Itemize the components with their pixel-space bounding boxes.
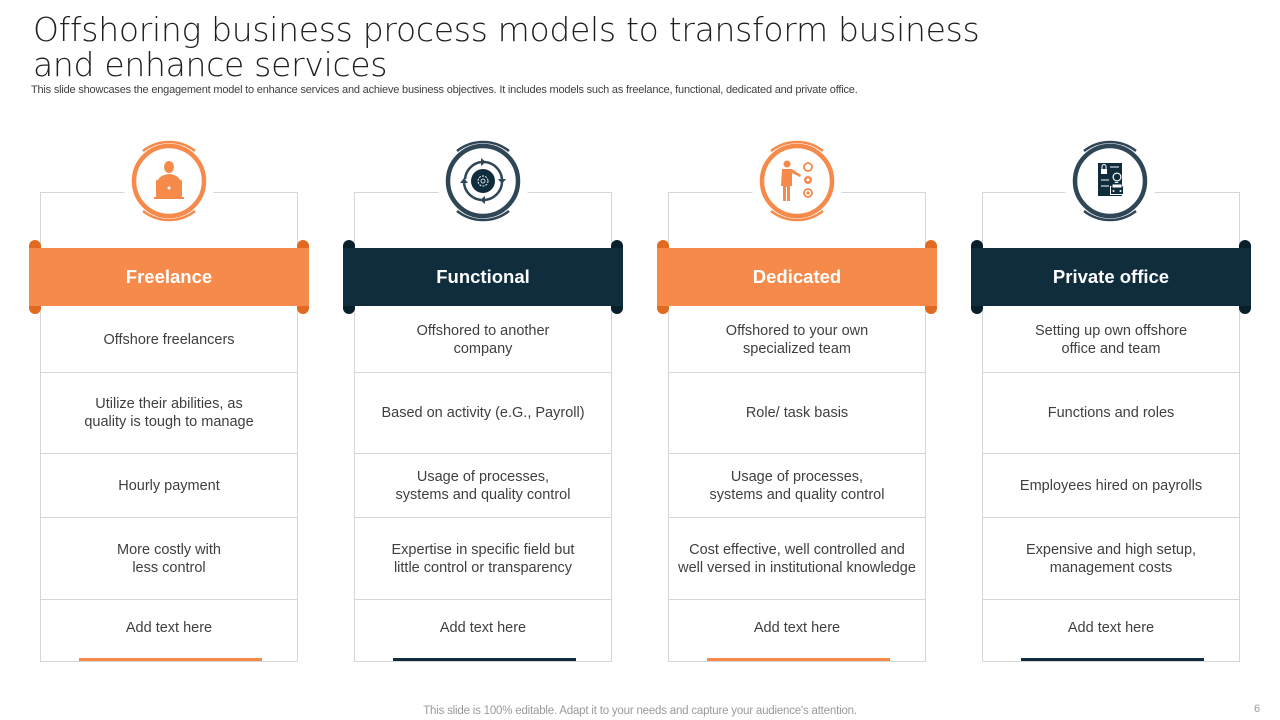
model-row: Setting up own offshore office and team <box>1034 322 1188 357</box>
slide-title: Offshoring business process models to tr… <box>33 10 980 84</box>
model-row-placeholder[interactable]: Add text here <box>355 599 611 661</box>
model-row: Usage of processes, systems and quality … <box>669 453 925 517</box>
model-title: Dedicated <box>657 248 937 306</box>
model-row: Offshore freelancers <box>103 331 235 348</box>
model-row: Offshored to your own specialized team <box>725 322 869 357</box>
model-row: Expensive and high setup, management cos… <box>983 517 1239 599</box>
model-row: Role/ task basis <box>669 372 925 453</box>
model-title: Freelance <box>29 248 309 306</box>
ribbon-functional: Functional <box>343 240 623 314</box>
freelancer-laptop-icon <box>123 135 215 227</box>
accent-line <box>707 658 890 661</box>
accent-line <box>79 658 262 661</box>
slide-subtitle: This slide showcases the engagement mode… <box>31 84 858 96</box>
office-document-lock-car-icon <box>1064 135 1156 227</box>
page-number: 6 <box>1254 703 1261 715</box>
model-row: Cost effective, well controlled and well… <box>669 517 925 599</box>
model-row: Functions and roles <box>983 372 1239 453</box>
model-row: More costly with less control <box>41 517 297 599</box>
model-row: Utilize their abilities, as quality is t… <box>41 372 297 453</box>
process-cycle-gear-icon <box>437 135 529 227</box>
model-row: Usage of processes, systems and quality … <box>355 453 611 517</box>
model-row: Expertise in specific field but little c… <box>355 517 611 599</box>
model-row-placeholder[interactable]: Add text here <box>983 599 1239 661</box>
model-row: Employees hired on payrolls <box>983 453 1239 517</box>
model-title: Functional <box>343 248 623 306</box>
ribbon-freelance: Freelance <box>29 240 309 314</box>
model-row: Based on activity (e.G., Payroll) <box>355 372 611 453</box>
ribbon-private-office: Private office <box>971 240 1251 314</box>
model-row-placeholder[interactable]: Add text here <box>669 599 925 661</box>
accent-line <box>393 658 576 661</box>
person-presenting-options-icon <box>751 135 843 227</box>
ribbon-dedicated: Dedicated <box>657 240 937 314</box>
accent-line <box>1021 658 1204 661</box>
model-row: Offshored to another company <box>416 322 550 357</box>
footer-note: This slide is 100% editable. Adapt it to… <box>423 705 857 717</box>
model-row-placeholder[interactable]: Add text here <box>41 599 297 661</box>
model-title: Private office <box>971 248 1251 306</box>
model-row: Hourly payment <box>41 453 297 517</box>
